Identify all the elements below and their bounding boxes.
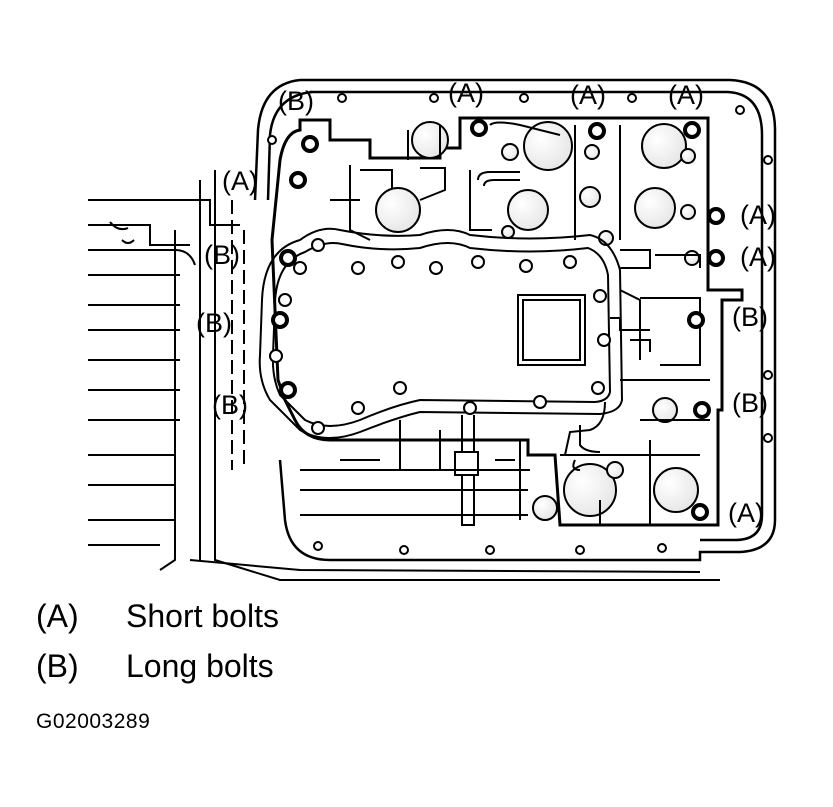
callout-a-right-1: (A) bbox=[740, 200, 776, 230]
callout-labels: (B) (A) (A) (A) (A) (B) (B) (B) (A) (A) … bbox=[196, 78, 776, 528]
callout-b-left-1: (B) bbox=[204, 240, 240, 270]
callout-b-right-2: (B) bbox=[732, 388, 768, 418]
legend-text: Long bolts bbox=[126, 648, 274, 684]
transmission-case bbox=[88, 170, 720, 581]
gasket-holes bbox=[269, 238, 611, 435]
callout-b-left-2: (B) bbox=[196, 308, 232, 338]
bolts-short-a bbox=[289, 119, 725, 521]
flange-holes bbox=[267, 93, 773, 555]
oil-pan-flange bbox=[253, 78, 777, 562]
callout-b-top-left: (B) bbox=[278, 86, 314, 116]
legend-code: (A) bbox=[36, 598, 79, 634]
callout-a-left: (A) bbox=[222, 166, 258, 196]
legend-item-long-bolts: (B) Long bolts bbox=[36, 648, 274, 684]
callout-a-right-3: (A) bbox=[728, 498, 764, 528]
valve-body-diagram: (B) (A) (A) (A) (A) (B) (B) (B) (A) (A) … bbox=[88, 78, 777, 581]
callout-b-right-1: (B) bbox=[732, 302, 768, 332]
callout-a-right-2: (A) bbox=[740, 242, 776, 272]
lower-structure bbox=[300, 415, 530, 526]
callout-a-top-3: (A) bbox=[668, 80, 704, 110]
callout-b-left-3: (B) bbox=[212, 390, 248, 420]
callout-a-top-1: (A) bbox=[448, 78, 484, 108]
case-dash-lines bbox=[231, 200, 245, 470]
figure-id: G02003289 bbox=[36, 710, 151, 733]
legend-code: (B) bbox=[36, 648, 79, 684]
legend-text: Short bolts bbox=[126, 598, 279, 634]
bolts-long-b bbox=[271, 135, 711, 419]
strainer-gasket bbox=[258, 227, 650, 456]
legend-item-short-bolts: (A) Short bolts bbox=[36, 598, 279, 634]
valve-body-outline bbox=[270, 116, 744, 527]
callout-a-top-2: (A) bbox=[570, 80, 606, 110]
valve-body-ribs bbox=[330, 121, 710, 525]
